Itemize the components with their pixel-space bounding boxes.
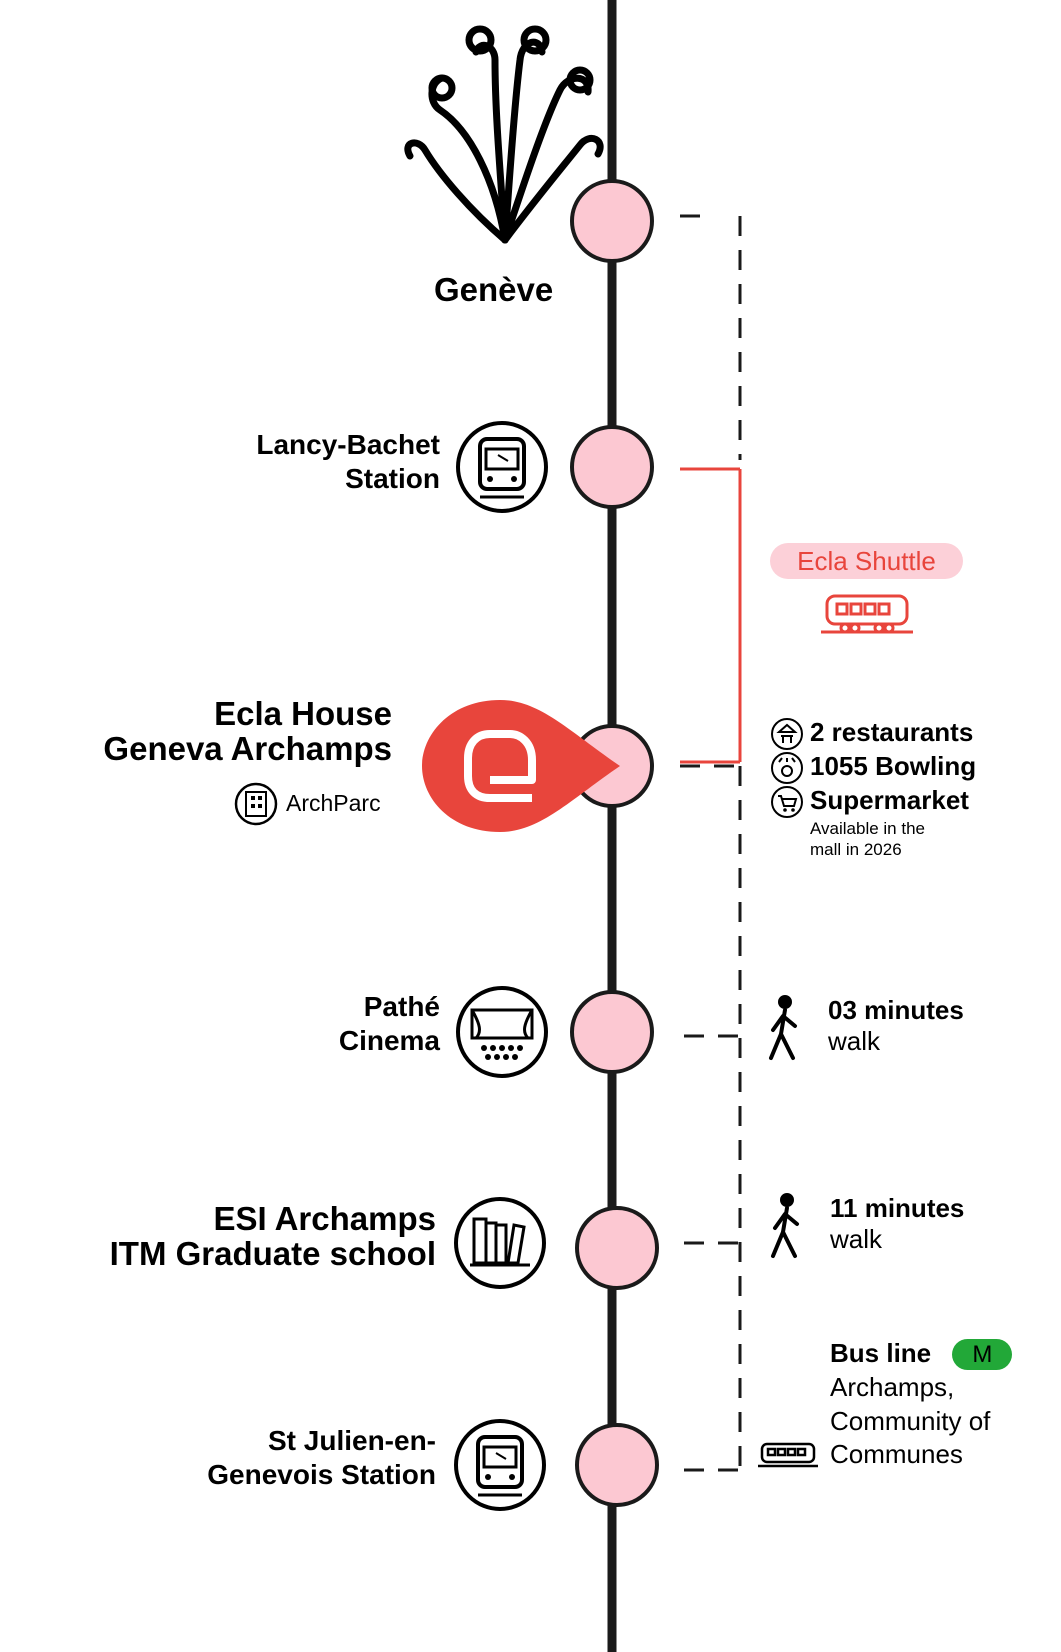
stop-geneve xyxy=(570,179,654,263)
building-icon xyxy=(234,782,278,826)
archparc-label: ArchParc xyxy=(286,790,381,816)
bus-title-row: Bus line M xyxy=(830,1337,1013,1371)
restaurant-icon xyxy=(771,718,803,750)
walk-duration: 11 minutes xyxy=(830,1193,965,1223)
station-label-ecla-house: Ecla House Geneva Archamps xyxy=(12,695,392,767)
station-label-line1: ESI Archamps xyxy=(213,1200,436,1237)
station-label-line2: Geneva Archamps xyxy=(103,729,392,767)
walking-person-icon xyxy=(771,1193,799,1258)
stop-st-julien xyxy=(575,1423,659,1507)
walk-duration: 03 minutes xyxy=(828,995,964,1025)
station-label-line2: Station xyxy=(345,462,440,494)
stop-lancy-bachet xyxy=(570,425,654,509)
shuttle-badge: Ecla Shuttle xyxy=(770,543,963,579)
station-label-geneve: Genève xyxy=(434,271,554,308)
amenity-bowling: 1055 Bowling xyxy=(810,751,977,781)
amenity-restaurants: 2 restaurants xyxy=(810,717,974,747)
bowling-icon xyxy=(771,752,803,784)
bus-stop-line1: Archamps, xyxy=(830,1371,955,1402)
bus-info: Bus line M Archamps, Community of Commun… xyxy=(830,1337,1013,1472)
amenity-supermarket-note: Available in the mall in 2026 xyxy=(810,818,925,861)
bus-stop-line2: Community of xyxy=(830,1405,991,1436)
station-label-pathe: Pathé Cinema xyxy=(140,990,440,1057)
geneva-fountain-icon xyxy=(404,25,604,244)
bus-stop-line3: Communes xyxy=(830,1439,963,1470)
shuttle-connector xyxy=(680,467,742,764)
walk-mode: walk xyxy=(828,1026,881,1057)
note-line1: Available in the xyxy=(810,819,925,838)
stop-pathe xyxy=(570,990,654,1074)
ecla-pin-icon xyxy=(422,700,620,832)
walk-mode: walk xyxy=(830,1224,883,1255)
station-label-line1: Ecla House xyxy=(214,695,392,732)
station-label-esi: ESI Archamps ITM Graduate school xyxy=(36,1200,436,1272)
train-icon xyxy=(456,421,548,513)
bus-line-badge: M xyxy=(952,1339,1013,1371)
station-label-line1: St Julien-en- xyxy=(267,1425,436,1456)
bus-icon xyxy=(758,1442,818,1468)
walking-person-icon xyxy=(769,995,797,1060)
bus-title: Bus line xyxy=(830,1338,932,1368)
cart-icon xyxy=(771,786,803,818)
walk-info-esi: 11 minutes walk xyxy=(830,1193,964,1255)
dashed-connectors xyxy=(680,214,742,1472)
station-label-st-julien: St Julien-en- Genevois Station xyxy=(116,1424,436,1491)
station-label-line2: ITM Graduate school xyxy=(109,1234,436,1272)
stops xyxy=(570,179,659,1507)
station-label-line2: Cinema xyxy=(338,1024,440,1056)
books-icon xyxy=(454,1197,546,1289)
station-label-line1: Lancy-Bachet xyxy=(256,429,440,460)
station-label-line1: Pathé xyxy=(363,991,440,1022)
shuttle-bus-icon xyxy=(821,594,913,634)
train-icon xyxy=(454,1419,546,1511)
walk-info-pathe: 03 minutes walk xyxy=(828,995,964,1057)
station-label-lancy-bachet: Lancy-Bachet Station xyxy=(140,428,440,495)
station-label-line2: Genevois Station xyxy=(207,1458,436,1490)
cinema-icon xyxy=(456,986,548,1078)
stop-esi xyxy=(575,1206,659,1290)
amenity-supermarket: Supermarket xyxy=(810,785,969,815)
note-line2: mall in 2026 xyxy=(810,840,902,860)
